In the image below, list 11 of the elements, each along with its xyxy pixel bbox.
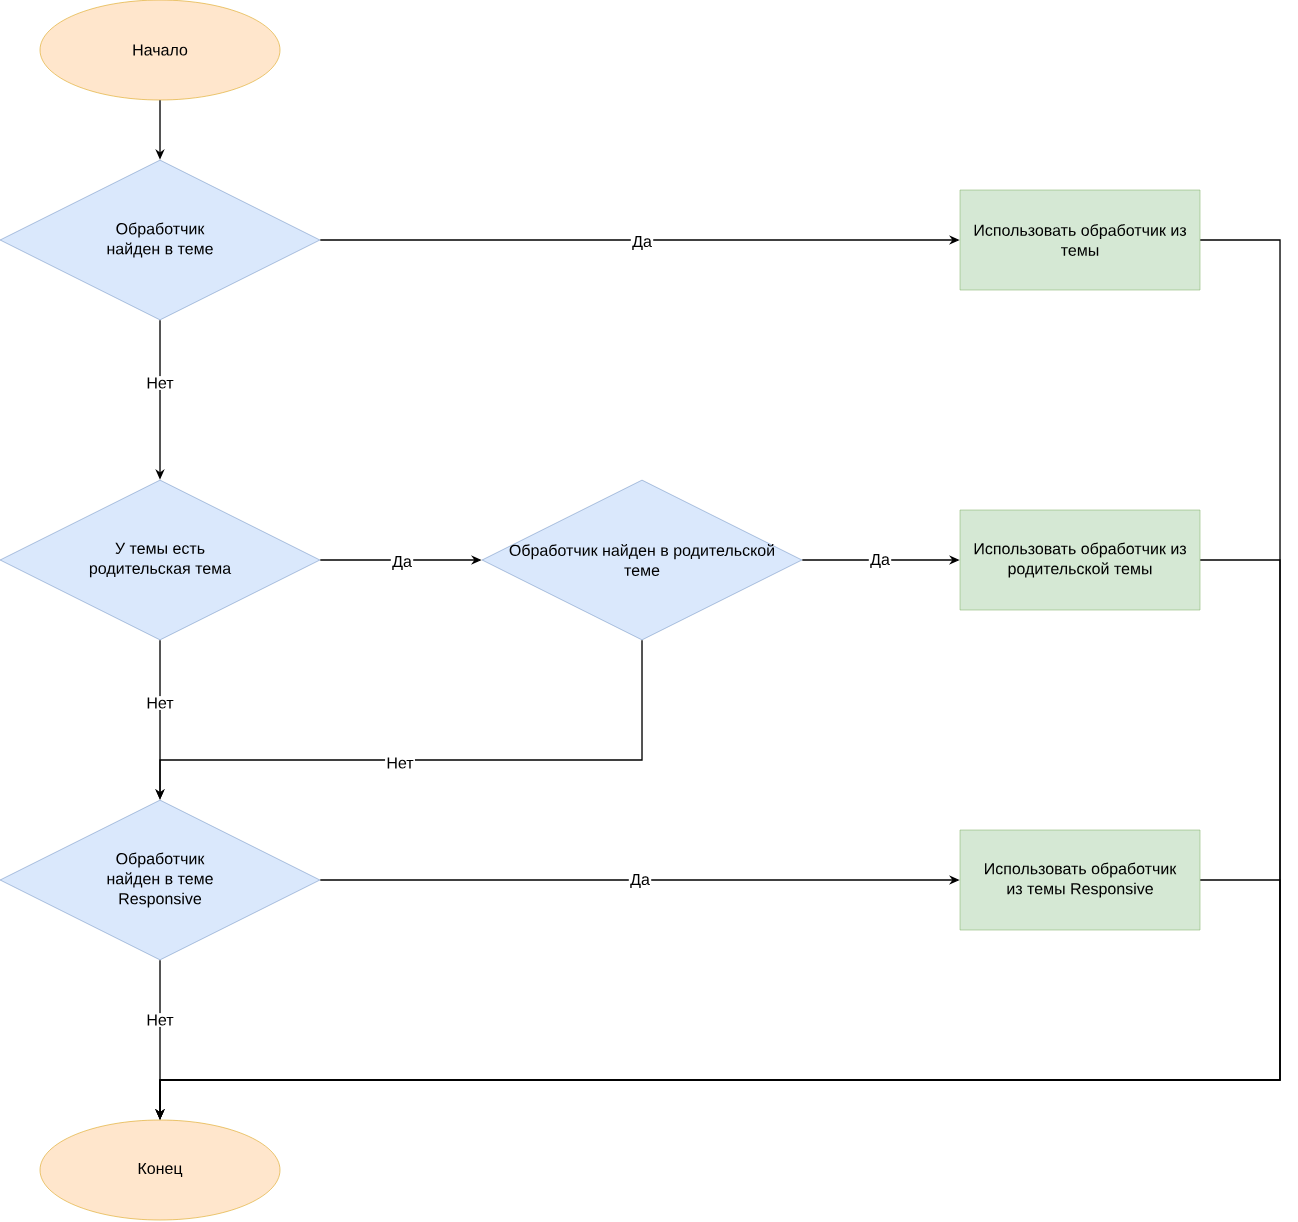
edge-label: Нет: [145, 696, 175, 710]
process-box: Использовать обработчик из темы: [959, 189, 1201, 291]
edge-label: Да: [868, 552, 892, 570]
edge-label: Нет: [145, 376, 175, 390]
edge-label: Да: [390, 554, 414, 572]
edge-label: Нет: [145, 1013, 175, 1027]
edge-label: Да: [630, 234, 654, 252]
edge-label: Да: [628, 872, 652, 890]
process-box: Использовать обработчик из темы Responsive: [959, 829, 1201, 931]
process-box: Использовать обработчик из родительской темы: [959, 509, 1201, 611]
edge-label: Нет: [385, 756, 415, 770]
